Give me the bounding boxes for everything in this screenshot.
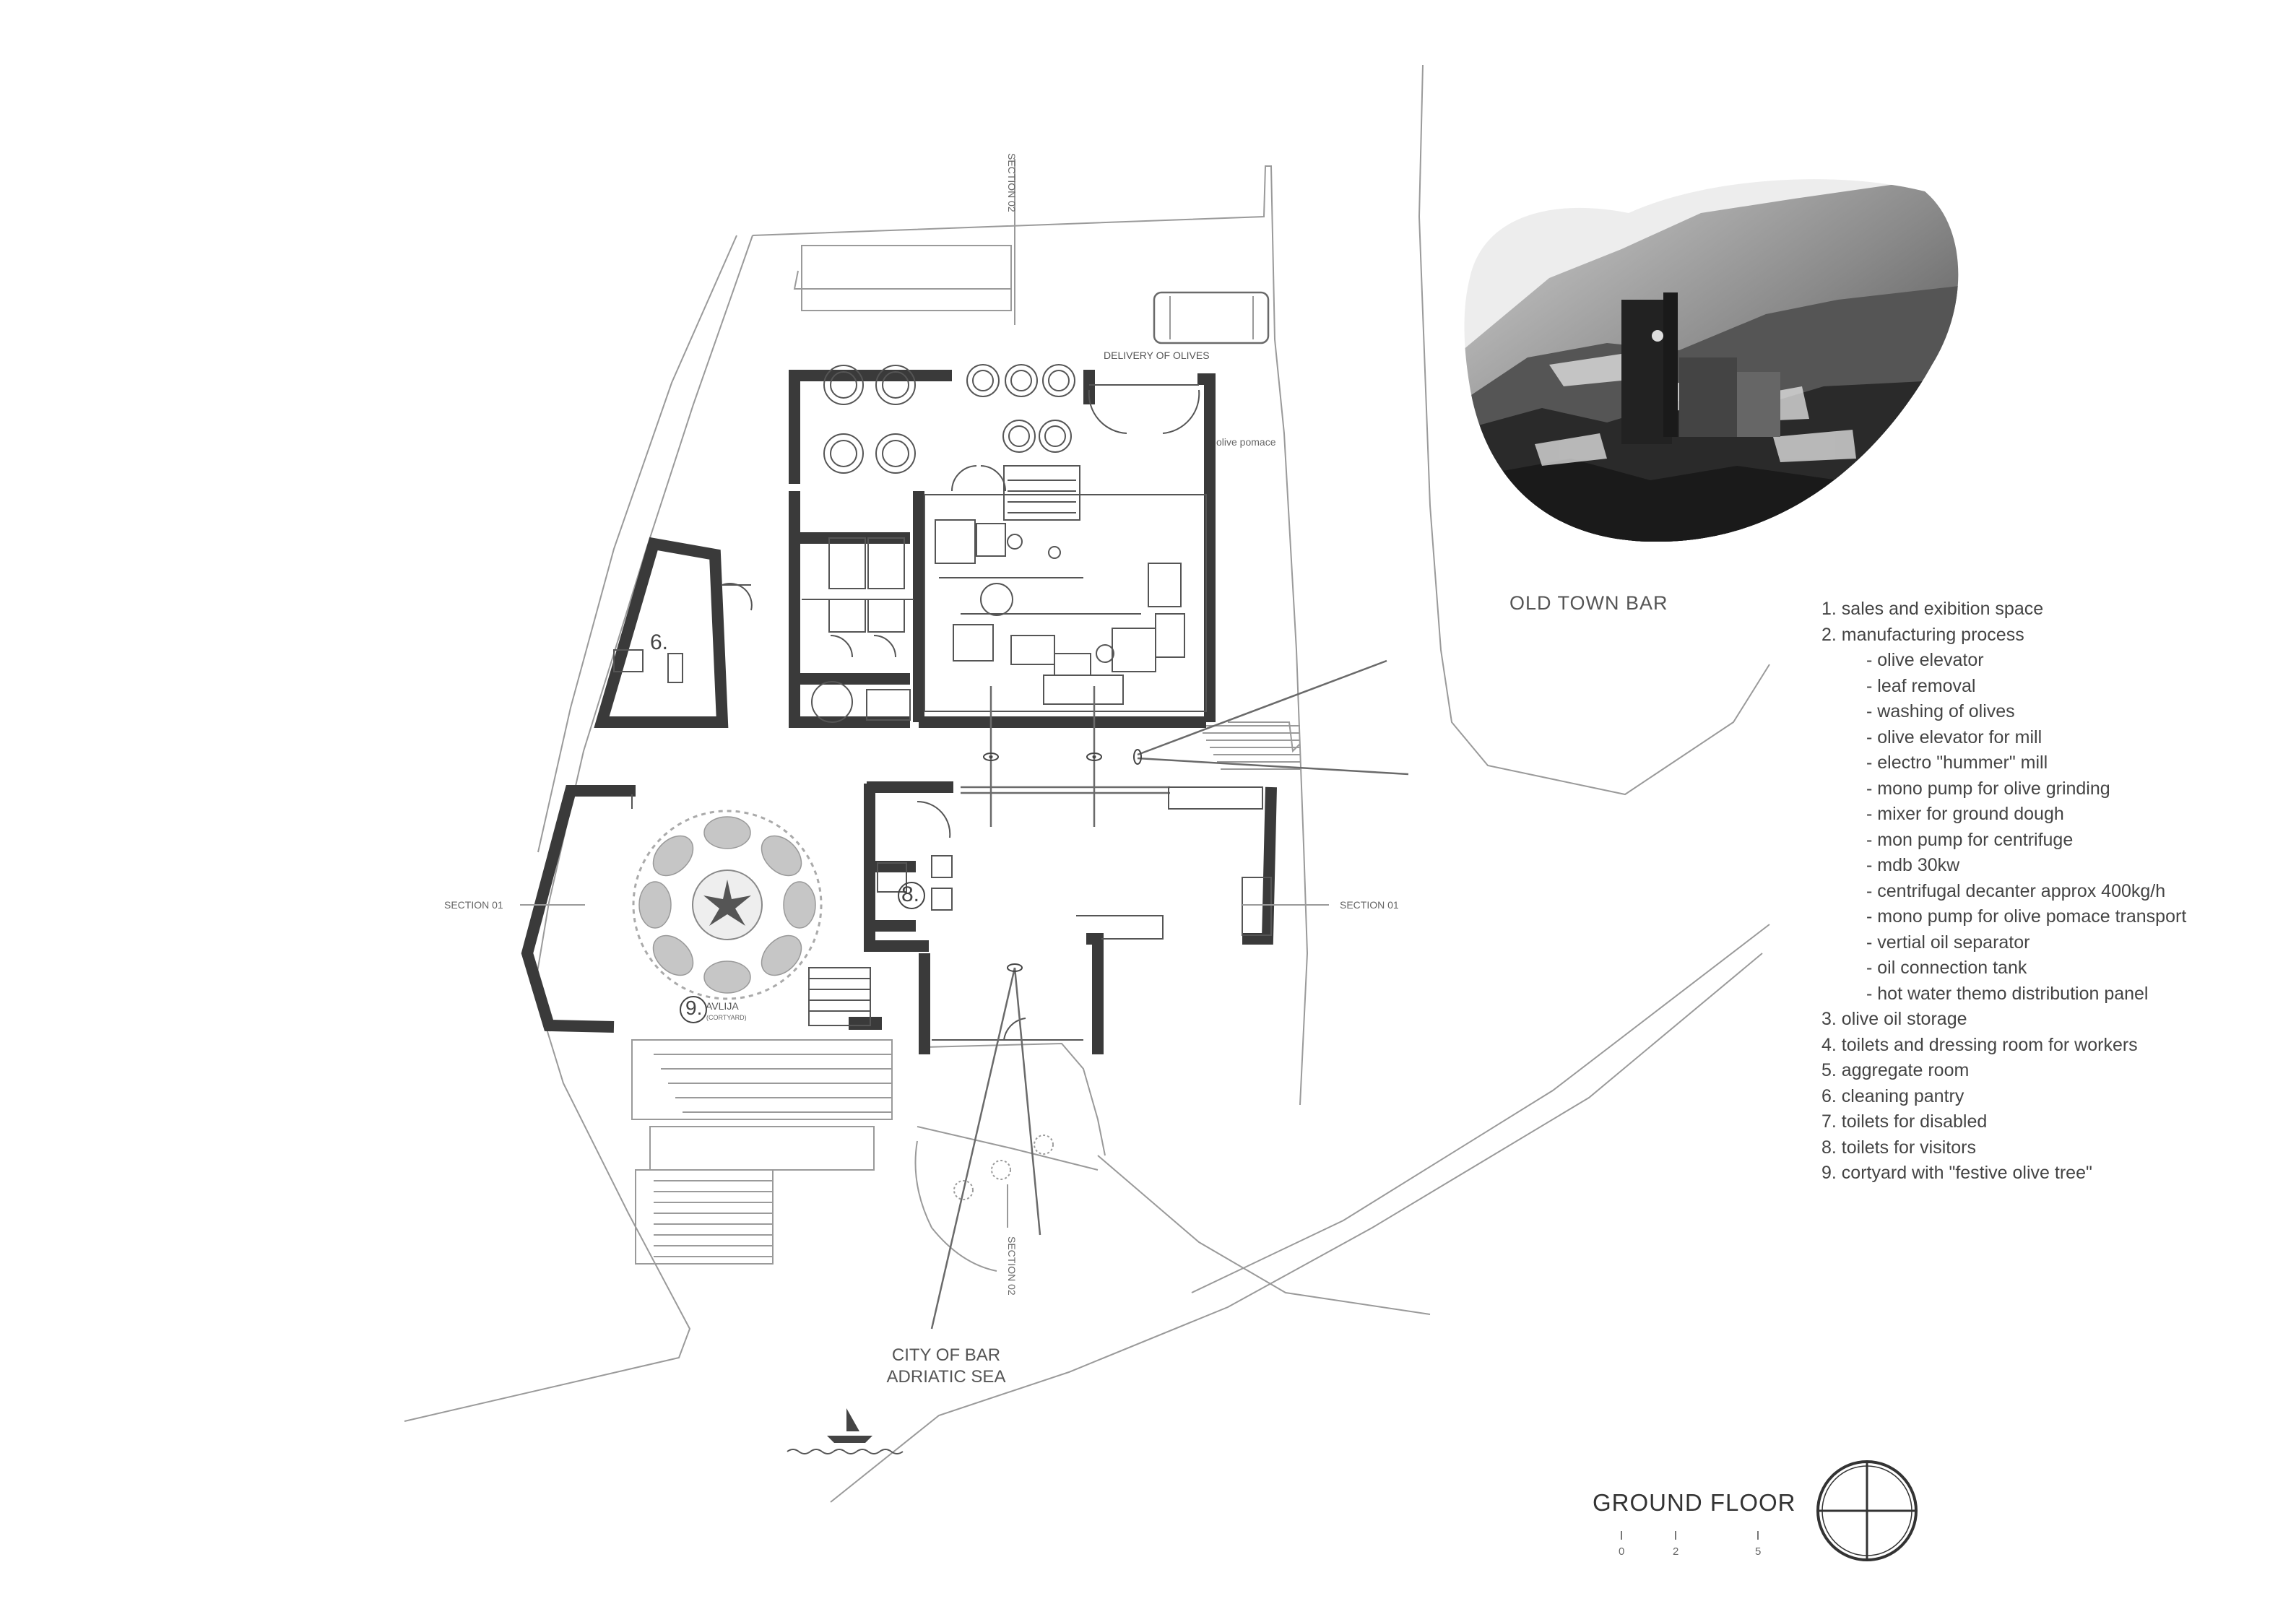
scale-tick-5: 5 xyxy=(1755,1545,1762,1558)
legend-item: 1. sales and exibition space xyxy=(1821,599,2044,619)
delivery-label: DELIVERY OF OLIVES xyxy=(1104,350,1210,361)
legend-subitem: - electro "hummer" mill xyxy=(1866,753,2048,773)
room-6-label: 6. xyxy=(650,630,669,654)
legend-subitem: - mono pump for olive pomace transport xyxy=(1866,906,2187,927)
room-markers xyxy=(680,882,925,1023)
legend-subitem: - mixer for ground dough xyxy=(1866,804,2064,824)
building-walls xyxy=(521,370,1277,1054)
old-town-bar-label: OLD TOWN BAR xyxy=(1509,592,1668,614)
site-trees xyxy=(953,1135,1054,1200)
legend-item: 4. toilets and dressing room for workers xyxy=(1821,1034,2138,1055)
legend-subitem: - washing of olives xyxy=(1866,701,2015,721)
courtyard-label: (CORTYARD) xyxy=(706,1014,747,1021)
city-line2: ADRIATIC SEA xyxy=(886,1367,1006,1387)
legend-subitem: - mon pump for centrifuge xyxy=(1866,829,2074,850)
scale-bar xyxy=(1621,1531,1759,1540)
section-01-right-label: SECTION 01 xyxy=(1340,899,1399,911)
scale-tick-2: 2 xyxy=(1673,1545,1679,1558)
exterior-stairs xyxy=(631,1039,893,1265)
old-town-sketch-image xyxy=(1464,179,1959,542)
section-markers xyxy=(520,159,1409,1330)
section-02-top-label: SECTION 02 xyxy=(1006,153,1018,212)
legend-list: 1. sales and exibition space 2. manufact… xyxy=(1821,597,2284,1187)
ground-floor-title: GROUND FLOOR xyxy=(1593,1489,1796,1516)
city-line1: CITY OF BAR xyxy=(891,1345,1001,1365)
legend-item: 7. toilets for disabled xyxy=(1821,1111,1988,1132)
avlija-label: AVLIJA xyxy=(706,1000,739,1012)
courtyard-olive-tree xyxy=(632,810,823,1000)
legend-subitem: - mdb 30kw xyxy=(1866,855,1960,875)
site-boundary xyxy=(404,64,1770,1503)
legend-subitem: - hot water themo distribution panel xyxy=(1866,983,2149,1004)
legend-item: 6. cleaning pantry xyxy=(1821,1085,1964,1106)
legend-item: 3. olive oil storage xyxy=(1821,1009,1967,1029)
section-02-bottom-label: SECTION 02 xyxy=(1006,1236,1018,1296)
scale-tick-0: 0 xyxy=(1619,1545,1625,1558)
city-label: CITY OF BAR ADRIATIC SEA xyxy=(867,1345,1026,1388)
section-01-left-label: SECTION 01 xyxy=(444,899,503,911)
north-compass-icon xyxy=(1816,1460,1918,1561)
boat-icon xyxy=(787,1408,904,1454)
legend-item: 8. toilets for visitors xyxy=(1821,1137,1976,1158)
legend-item: 5. aggregate room xyxy=(1821,1060,1970,1080)
legend-item: 9. cortyard with "festive olive tree" xyxy=(1821,1163,2092,1183)
legend-subitem: - vertial oil separator xyxy=(1866,932,2030,953)
interior-fixtures xyxy=(613,364,1272,1041)
room-9-label: 9. xyxy=(685,997,703,1019)
room-8-label: 8. xyxy=(901,882,920,906)
legend-item: 2. manufacturing process xyxy=(1821,624,2024,645)
legend-subitem: - mono pump for olive grinding xyxy=(1866,778,2110,799)
olive-pomace-label: olive pomace xyxy=(1216,436,1276,448)
legend-subitem: - olive elevator xyxy=(1866,650,1984,670)
legend-subitem: - centrifugal decanter approx 400kg/h xyxy=(1866,880,2166,901)
legend-subitem: - leaf removal xyxy=(1866,675,1976,696)
legend-subitem: - olive elevator for mill xyxy=(1866,727,2042,747)
legend-subitem: - oil connection tank xyxy=(1866,958,2027,978)
